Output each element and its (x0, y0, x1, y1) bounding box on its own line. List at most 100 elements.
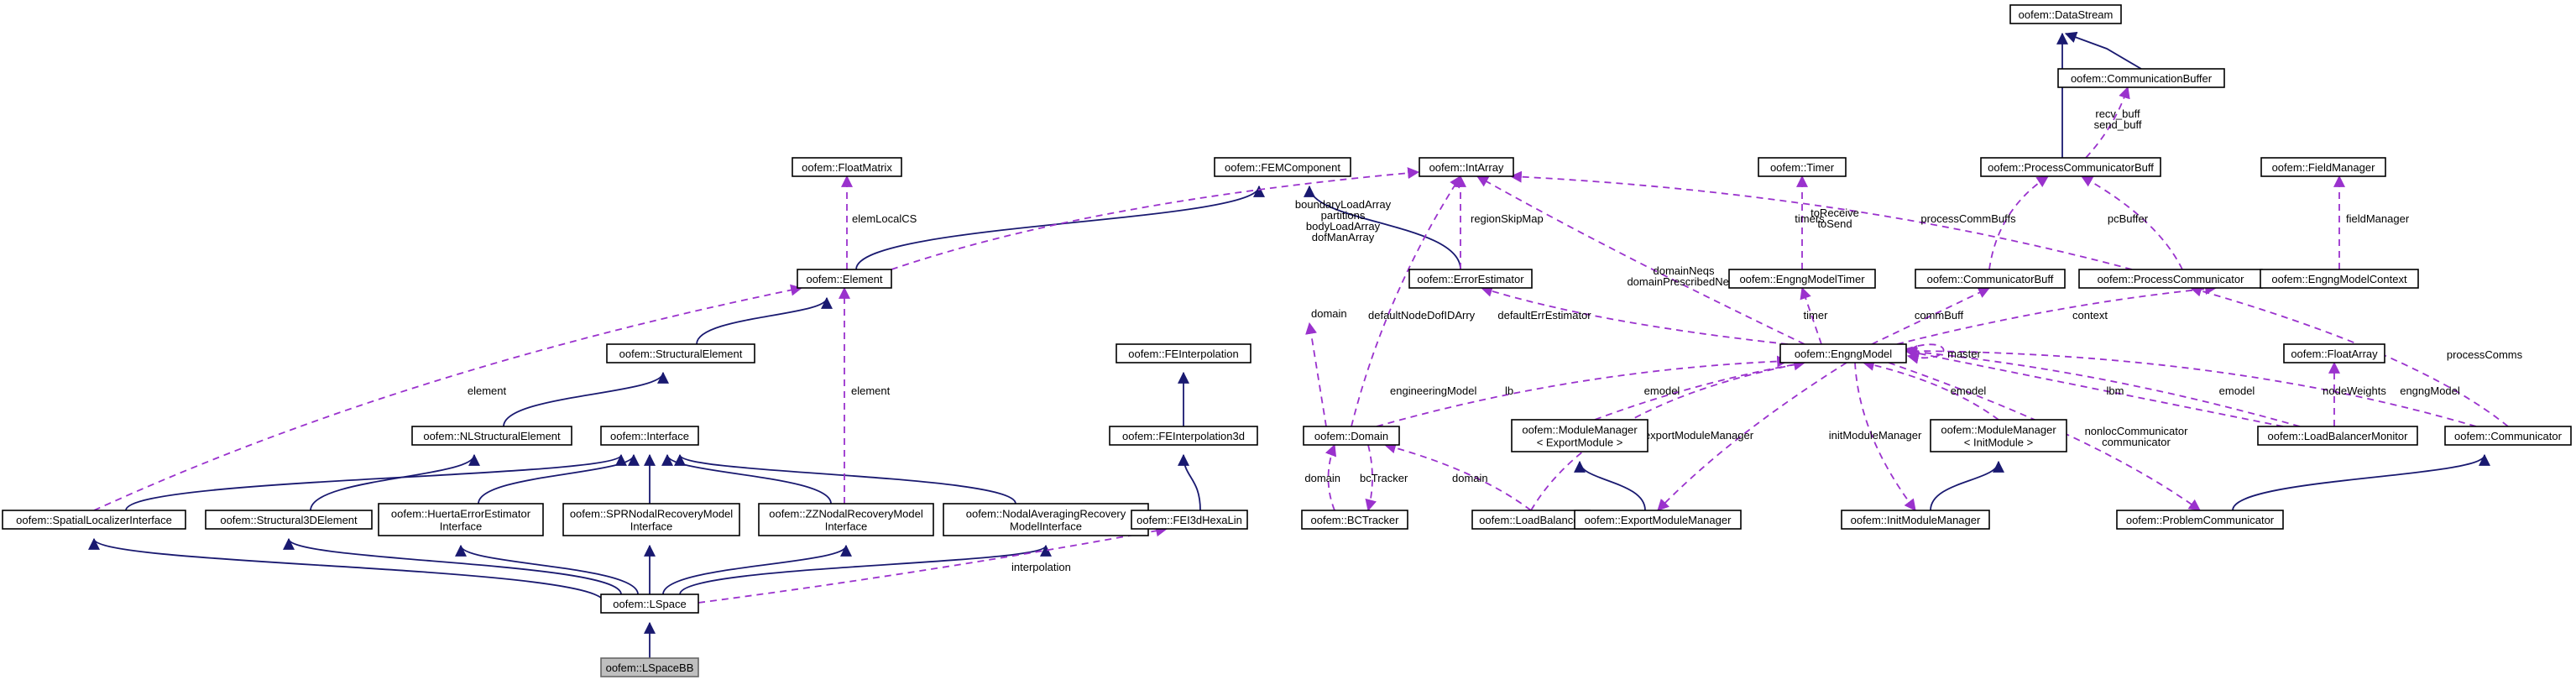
node-communication-buffer[interactable]: oofem::CommunicationBuffer (2057, 68, 2225, 88)
node-init-module-manager[interactable]: oofem::InitModuleManager (1841, 510, 1990, 530)
node-label-zznodal-recovery-model-interface-2: Interface (825, 520, 868, 533)
node-label-nodal-averaging-recovery-model-interface-1: oofem::NodalAveragingRecovery (966, 508, 1126, 520)
node-error-estimator[interactable]: oofem::ErrorEstimator (1408, 269, 1533, 289)
node-label-structural-element: oofem::StructuralElement (619, 348, 743, 360)
edge-label-domain-b: domain (1304, 472, 1340, 484)
usage-edge-1 (2085, 86, 2130, 159)
node-feinterpolation[interactable]: oofem::FEInterpolation (1116, 343, 1251, 363)
usage-edge-16 (1905, 343, 1945, 364)
node-label-nodal-averaging-recovery-model-interface-2: ModelInterface (1010, 520, 1082, 533)
edge-label-emodel-b: emodel (1951, 384, 1987, 397)
edge-label-export-module-manager: exportModuleManager (1644, 429, 1754, 442)
node-domain[interactable]: oofem::Domain (1303, 426, 1400, 446)
inherits-edge-problem-communicator-to-communicator (2232, 453, 2490, 511)
node-field-manager[interactable]: oofem::FieldManager (2260, 157, 2386, 177)
edge-label-engng-model: engngModel (2400, 384, 2460, 397)
usage-edge-19 (1305, 322, 1327, 427)
node-label-module-manager-init-1: oofem::ModuleManager (1941, 424, 2056, 437)
node-femcomponent[interactable]: oofem::FEMComponent (1214, 157, 1351, 177)
node-nodal-averaging-recovery-model-interface[interactable]: oofem::NodalAveragingRecoveryModelInterf… (943, 503, 1149, 536)
edge-label-master: master (1947, 348, 1981, 360)
node-label-lspace-bb: oofem::LSpaceBB (606, 661, 694, 674)
usage-edge-22 (1594, 358, 1806, 421)
node-structural3-delement[interactable]: oofem::Structural3DElement (205, 510, 373, 530)
node-label-huerta-error-estimator-interface-1: oofem::HuertaErrorEstimator (391, 508, 531, 520)
node-process-communicator-buff[interactable]: oofem::ProcessCommunicatorBuff (1980, 157, 2161, 177)
node-label-domain: oofem::Domain (1314, 430, 1388, 442)
node-label-field-manager: oofem::FieldManager (2272, 161, 2376, 174)
usage-edge-34 (1383, 442, 1532, 511)
node-label-timer: oofem::Timer (1770, 161, 1835, 174)
usage-edge-25 (1905, 345, 2477, 427)
node-label-error-estimator: oofem::ErrorEstimator (1417, 273, 1524, 285)
node-label-module-manager-export-2: < ExportModule > (1537, 437, 1623, 449)
edge-label-timers: timers (1795, 212, 1825, 225)
inherits-edge-error-estimator-to-femcomponent (1304, 185, 1461, 270)
edge-label-element-left: element (468, 384, 507, 397)
usage-edge-3 (1988, 175, 2049, 270)
usage-edge-29 (1657, 362, 1847, 511)
node-problem-communicator[interactable]: oofem::ProblemCommunicator (2116, 510, 2284, 530)
node-interface[interactable]: oofem::Interface (600, 426, 699, 446)
node-label-float-matrix: oofem::FloatMatrix (802, 161, 892, 174)
node-label-int-array: oofem::IntArray (1429, 161, 1504, 174)
node-lspace-bb[interactable]: oofem::LSpaceBB (600, 657, 699, 677)
node-spatial-localizer-interface[interactable]: oofem::SpatialLocalizerInterface (2, 510, 186, 530)
node-bctracker[interactable]: oofem::BCTracker (1301, 510, 1408, 530)
edge-label-node-weights: nodeWeights (2323, 384, 2386, 397)
node-label-lspace: oofem::LSpace (613, 598, 686, 610)
inherits-edge-lspace-to-zznodal-recovery-model-interface (662, 544, 852, 595)
usage-edge-24 (1904, 346, 2301, 427)
node-feinterpolation3d[interactable]: oofem::FEInterpolation3d (1109, 426, 1258, 446)
inherits-edge-fei3d-hexa-lin-to-feinterpolation3d (1178, 453, 1201, 511)
node-int-array[interactable]: oofem::IntArray (1419, 157, 1514, 177)
node-label-feinterpolation: oofem::FEInterpolation (1128, 348, 1239, 360)
node-nlstructural-element[interactable]: oofem::NLStructuralElement (411, 426, 572, 446)
node-label-huerta-error-estimator-interface-2: Interface (440, 520, 483, 533)
inherits-edge-lspace-to-nodal-averaging-recovery-model-interface (679, 544, 1052, 595)
inherits-edge-huerta-error-estimator-interface-to-interface (478, 453, 640, 505)
node-module-manager-export[interactable]: oofem::ModuleManager< ExportModule > (1511, 419, 1649, 452)
node-timer[interactable]: oofem::Timer (1758, 157, 1847, 177)
node-lspace[interactable]: oofem::LSpace (600, 593, 699, 614)
inherits-edge-element-to-femcomponent (855, 185, 1265, 270)
edge-label-domain: domain (1311, 307, 1347, 320)
edge-label-process-comms: processComms (2447, 348, 2523, 361)
node-float-array[interactable]: oofem::FloatArray (2283, 343, 2385, 363)
node-label-module-manager-init-2: < InitModule > (1964, 437, 2033, 449)
node-process-communicator[interactable]: oofem::ProcessCommunicator (2078, 269, 2263, 289)
edge-label-domain-c: domain (1452, 472, 1488, 484)
inherits-edge-structural3-delement-to-nlstructural-element (310, 453, 480, 511)
node-label-data-stream: oofem::DataStream (2019, 8, 2114, 21)
node-structural-element[interactable]: oofem::StructuralElement (606, 343, 755, 363)
edge-label-default-err-estimator: defaultErrEstimator (1497, 309, 1591, 322)
node-fei3d-hexa-lin[interactable]: oofem::FEI3dHexaLin (1131, 510, 1248, 530)
node-element[interactable]: oofem::Element (797, 269, 892, 289)
usage-edge-32 (1325, 443, 1337, 511)
node-communicator-buff[interactable]: oofem::CommunicatorBuff (1915, 269, 2066, 289)
inherits-edge-export-module-manager-to-module-manager-export (1574, 460, 1646, 511)
node-label-process-communicator-buff: oofem::ProcessCommunicatorBuff (1988, 161, 2154, 174)
edge-label-comm-buff: commBuff (1915, 309, 1964, 322)
node-module-manager-init[interactable]: oofem::ModuleManager< InitModule > (1930, 419, 2067, 452)
node-engng-model[interactable]: oofem::EngngModel (1779, 343, 1907, 363)
node-label-problem-communicator: oofem::ProblemCommunicator (2126, 514, 2275, 526)
node-label-engng-model: oofem::EngngModel (1795, 348, 1892, 360)
usage-edge-13 (1896, 283, 2218, 345)
node-load-balancer[interactable]: oofem::LoadBalancer (1471, 510, 1591, 530)
node-load-balancer-monitor[interactable]: oofem::LoadBalancerMonitor (2257, 426, 2418, 446)
node-float-matrix[interactable]: oofem::FloatMatrix (792, 157, 902, 177)
edge-label-region-skip-map: regionSkipMap (1471, 212, 1544, 225)
node-engng-model-timer[interactable]: oofem::EngngModelTimer (1728, 269, 1876, 289)
usage-edge-4 (2080, 175, 2183, 270)
node-data-stream[interactable]: oofem::DataStream (2009, 4, 2122, 24)
node-label-engng-model-timer: oofem::EngngModelTimer (1739, 273, 1865, 285)
node-communicator[interactable]: oofem::Communicator (2444, 426, 2572, 446)
node-export-module-manager[interactable]: oofem::ExportModuleManager (1574, 510, 1742, 530)
node-engng-model-context[interactable]: oofem::EngngModelContext (2260, 269, 2419, 289)
node-label-fei3d-hexa-lin: oofem::FEI3dHexaLin (1136, 514, 1242, 526)
